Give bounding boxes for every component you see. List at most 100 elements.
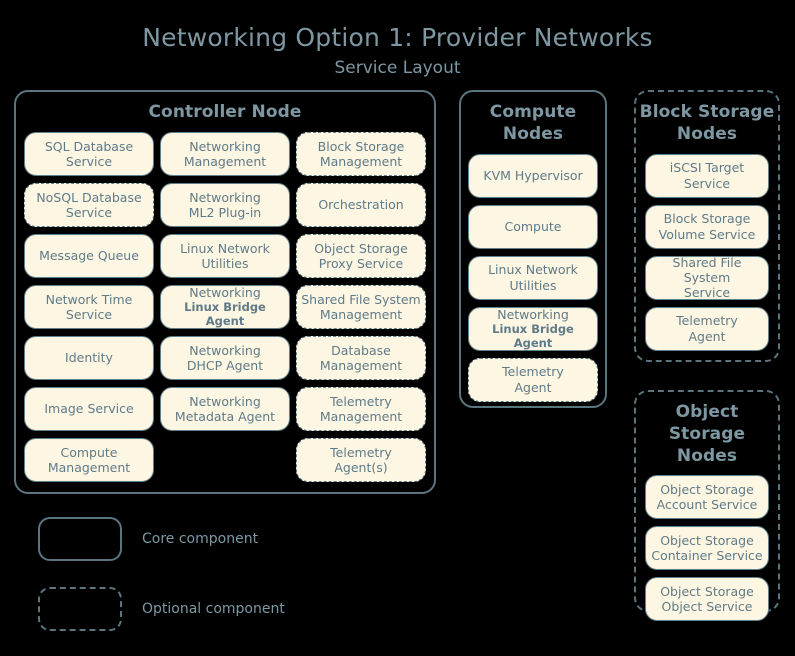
service-label-line: Service (65, 204, 113, 220)
service-label-line: Message Queue (39, 248, 139, 264)
service-label-line: Management (319, 153, 403, 169)
grid-spacer (160, 438, 290, 482)
service-label-line: Proxy Service (318, 255, 404, 271)
service-label-line: Account Service (656, 497, 758, 513)
service-label-line: Database (331, 342, 391, 358)
service-label-line: iSCSI Target (669, 160, 745, 176)
legend-label: Optional component (142, 601, 285, 617)
legend-swatch-solid (38, 517, 122, 561)
group-title-block-storage-nodes: Block Storage Nodes (639, 102, 775, 144)
service-label-line: Networking (497, 306, 569, 322)
service-label-line: Container Service (651, 548, 763, 564)
page-subtitle: Service Layout (334, 58, 461, 78)
service-label-line: Management (319, 306, 403, 322)
legend-row: Core component (38, 516, 285, 562)
service-label-line: Compute (504, 218, 562, 234)
service-label-line: Object Storage (660, 533, 754, 548)
group-title-controller-node: Controller Node (148, 102, 302, 122)
service-box-kvm-hypervisor[interactable]: KVM Hypervisor (468, 153, 598, 198)
service-label-line: Identity (65, 350, 113, 366)
service-label-line: ML2 Plug-in (188, 204, 262, 220)
service-label-line: Orchestration (318, 197, 404, 213)
service-label-line: Image Service (44, 401, 134, 417)
service-label-line: Object Storage (314, 240, 408, 256)
service-label-line: Object Storage (660, 584, 754, 599)
service-label-line: Agent (514, 379, 552, 395)
service-label-line: Networking (189, 342, 261, 358)
service-label-line: Linux Bridge Agent (492, 322, 574, 351)
service-label-line: Linux Network (488, 262, 578, 278)
service-label-line: Network Time (45, 291, 133, 307)
service-label-line: Telemetry (676, 313, 738, 329)
service-label-line: KVM Hypervisor (483, 167, 583, 183)
service-box-compute[interactable]: Compute (468, 204, 598, 249)
legend-swatch-dashed (38, 587, 122, 631)
service-label-line: Block Storage (663, 211, 751, 227)
service-label-line: Shared File System (301, 291, 421, 307)
service-label-line: Management (319, 408, 403, 424)
group-title-compute-nodes: Compute Nodes (489, 102, 577, 144)
service-label-line: Management (183, 153, 267, 169)
service-label-line: Linux Network (180, 240, 270, 256)
legend-label: Core component (142, 531, 259, 547)
group-title-object-storage-nodes: Object Storage Nodes (668, 402, 746, 466)
legend-row: Optional component (38, 586, 285, 632)
service-label-line: Telemetry (330, 393, 392, 409)
service-box-orchestration[interactable]: Orchestration (296, 182, 426, 227)
service-box-identity[interactable]: Identity (24, 335, 154, 380)
service-label-line: Volume Service (658, 226, 756, 242)
service-label-line: Metadata Agent (174, 408, 276, 424)
service-label-line: Service (683, 175, 731, 191)
service-label-line: Networking (189, 138, 261, 154)
service-label-line: Management (47, 459, 131, 475)
service-label-line: Shared File System (672, 254, 742, 285)
service-label-line: Networking (189, 285, 261, 301)
service-label-line: Service (65, 306, 113, 322)
service-box-message-queue[interactable]: Message Queue (24, 233, 154, 278)
service-label-line: Management (319, 357, 403, 373)
service-label-line: Service (683, 285, 731, 301)
service-label-line: SQL Database (44, 138, 134, 154)
service-label-line: Object Storage (660, 482, 754, 497)
service-label-line: Agent(s) (334, 459, 388, 475)
service-label-line: Object Service (661, 599, 753, 615)
service-label-line: Compute (60, 444, 118, 460)
service-label-line: Networking (189, 189, 261, 205)
service-label-line: Linux Bridge Agent (184, 300, 266, 329)
service-box-image-service[interactable]: Image Service (24, 386, 154, 431)
service-label-line: NoSQL Database (36, 189, 142, 205)
service-label-line: Telemetry (502, 364, 564, 380)
